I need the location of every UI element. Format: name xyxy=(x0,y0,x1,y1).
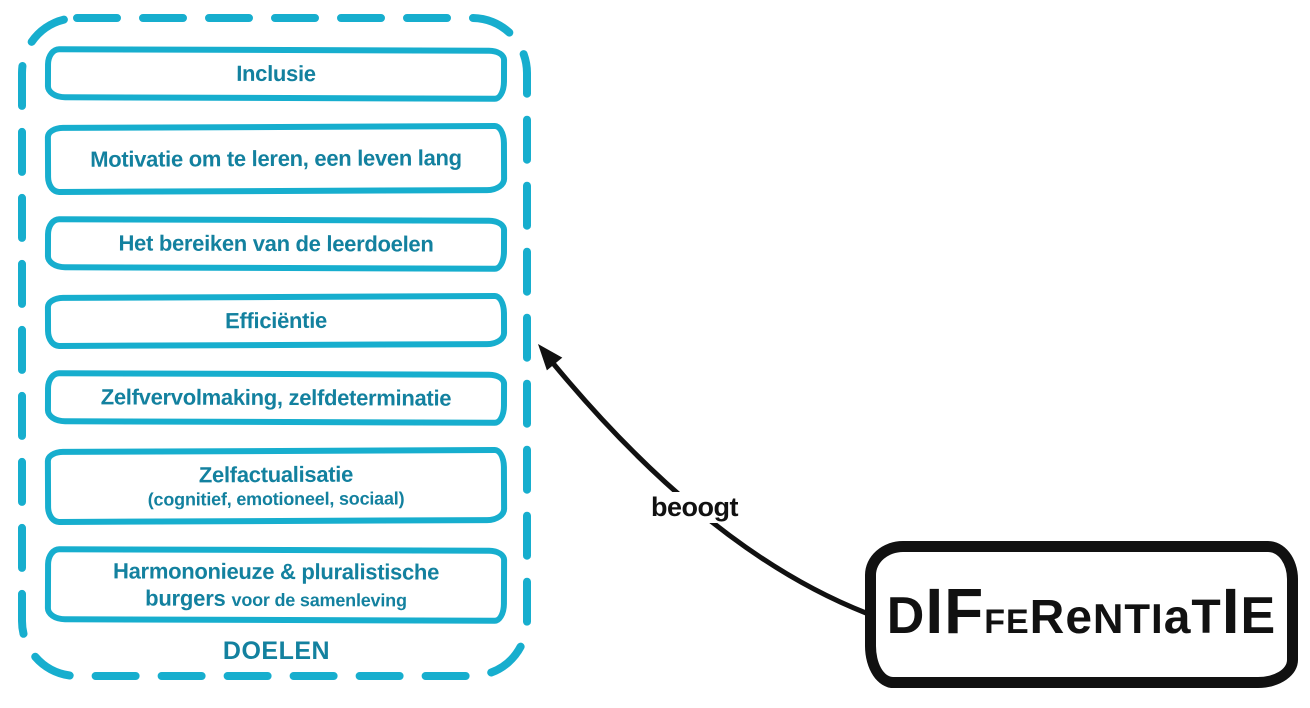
wordmark-segment: FE xyxy=(984,602,1030,641)
wordmark-segment: I xyxy=(1151,594,1164,642)
wordmark-segment: E xyxy=(1240,586,1277,645)
wordmark-segment: T xyxy=(1191,590,1222,644)
goal-label: Harmononieuze & pluralistische xyxy=(113,558,440,585)
goal-label: Zelfvervolmaking, zelfdeterminatie xyxy=(100,384,452,411)
wordmark-segment: R xyxy=(1029,590,1066,644)
goal-box: Efficiëntie xyxy=(44,292,508,350)
wordmark-segment: T xyxy=(1124,594,1152,642)
wordmark-segment: N xyxy=(1093,594,1125,642)
goal-label: Inclusie xyxy=(236,61,316,87)
goal-label: Motivatie om te leren, een leven lang xyxy=(90,145,462,173)
goal-subtitle-part: voor de samenleving xyxy=(231,589,407,611)
goal-box: Zelfactualisatie(cognitief, emotioneel, … xyxy=(44,446,508,526)
wordmark-segment: I xyxy=(1221,574,1241,647)
differentiatie-wordmark: DIFFEReNTIaTIE xyxy=(887,579,1276,651)
goal-label: Zelfactualisatie xyxy=(198,462,354,488)
arrow-head-icon xyxy=(538,344,563,371)
wordmark-segment: D xyxy=(886,586,926,645)
goal-subtitle: (cognitief, emotioneel, sociaal) xyxy=(147,488,405,510)
arrow-line xyxy=(549,359,869,616)
goal-subtitle: burgers voor de samenleving xyxy=(145,585,407,611)
goal-subtitle-part: burgers xyxy=(145,585,232,611)
goal-box: Het bereiken van de leerdoelen xyxy=(44,216,508,272)
wordmark-segment: e xyxy=(1065,590,1094,644)
beoogt-label: beoogt xyxy=(645,492,744,523)
goal-box: Zelfvervolmaking, zelfdeterminatie xyxy=(44,370,508,426)
wordmark-segment: IF xyxy=(925,574,985,647)
goal-label: Efficiëntie xyxy=(225,308,327,334)
doelen-label: DOELEN xyxy=(222,637,331,665)
goal-box: Motivatie om te leren, een leven lang xyxy=(44,122,508,196)
goal-box: Inclusie xyxy=(44,46,508,102)
differentiatie-box: DIFFEReNTIaTIE xyxy=(865,541,1298,688)
goal-label: Het bereiken van de leerdoelen xyxy=(118,230,434,257)
wordmark-segment: a xyxy=(1163,590,1192,644)
